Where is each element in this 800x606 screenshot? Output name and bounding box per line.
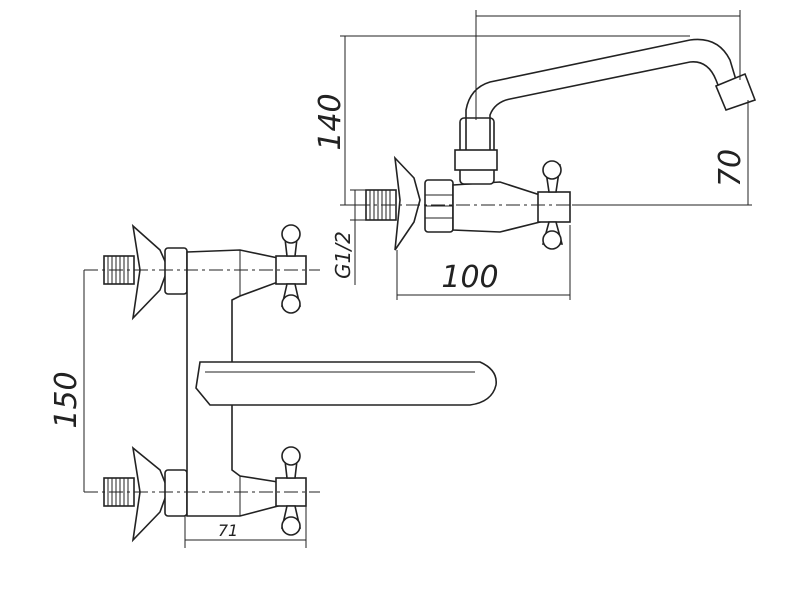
side-nut-facets [425,194,453,219]
front-upper-handle-top-knob [281,224,301,244]
side-dimensions: 140 70 100 G1/2 [313,10,752,300]
front-upper-flange [131,223,169,321]
front-lower-flange [131,446,169,543]
side-spout-lower [489,61,721,150]
dim-body-depth-label: 100 [441,260,498,295]
side-handle-top-knob [542,160,562,180]
side-view [356,38,757,251]
front-upper-handle-bottom-knob [281,294,301,314]
side-swivel-nut [454,149,498,171]
dim-valve-depth-label: 71 [218,521,238,540]
dim-centre-distance-label: 150 [49,371,84,428]
dim-spout-height-label: 140 [313,93,348,150]
side-handle-bottom-knob [542,230,562,250]
side-valve-body [452,181,541,233]
front-view [84,223,497,543]
side-spout-upper [465,38,737,150]
front-upper-nut [164,247,188,295]
side-wall-flange [393,155,421,251]
dim-spout-drop-label: 70 [713,149,748,187]
front-lower-handle-top-knob [281,446,301,466]
front-lower-handle-bottom-knob [281,516,301,536]
front-dimensions: 150 71 [49,270,307,548]
front-mixer-body [186,249,279,517]
side-aerator [714,72,757,112]
side-handle-hub [537,191,571,223]
front-lower-nut [164,469,188,517]
dim-thread-label: G1/2 [331,231,355,279]
front-spout [195,361,497,406]
